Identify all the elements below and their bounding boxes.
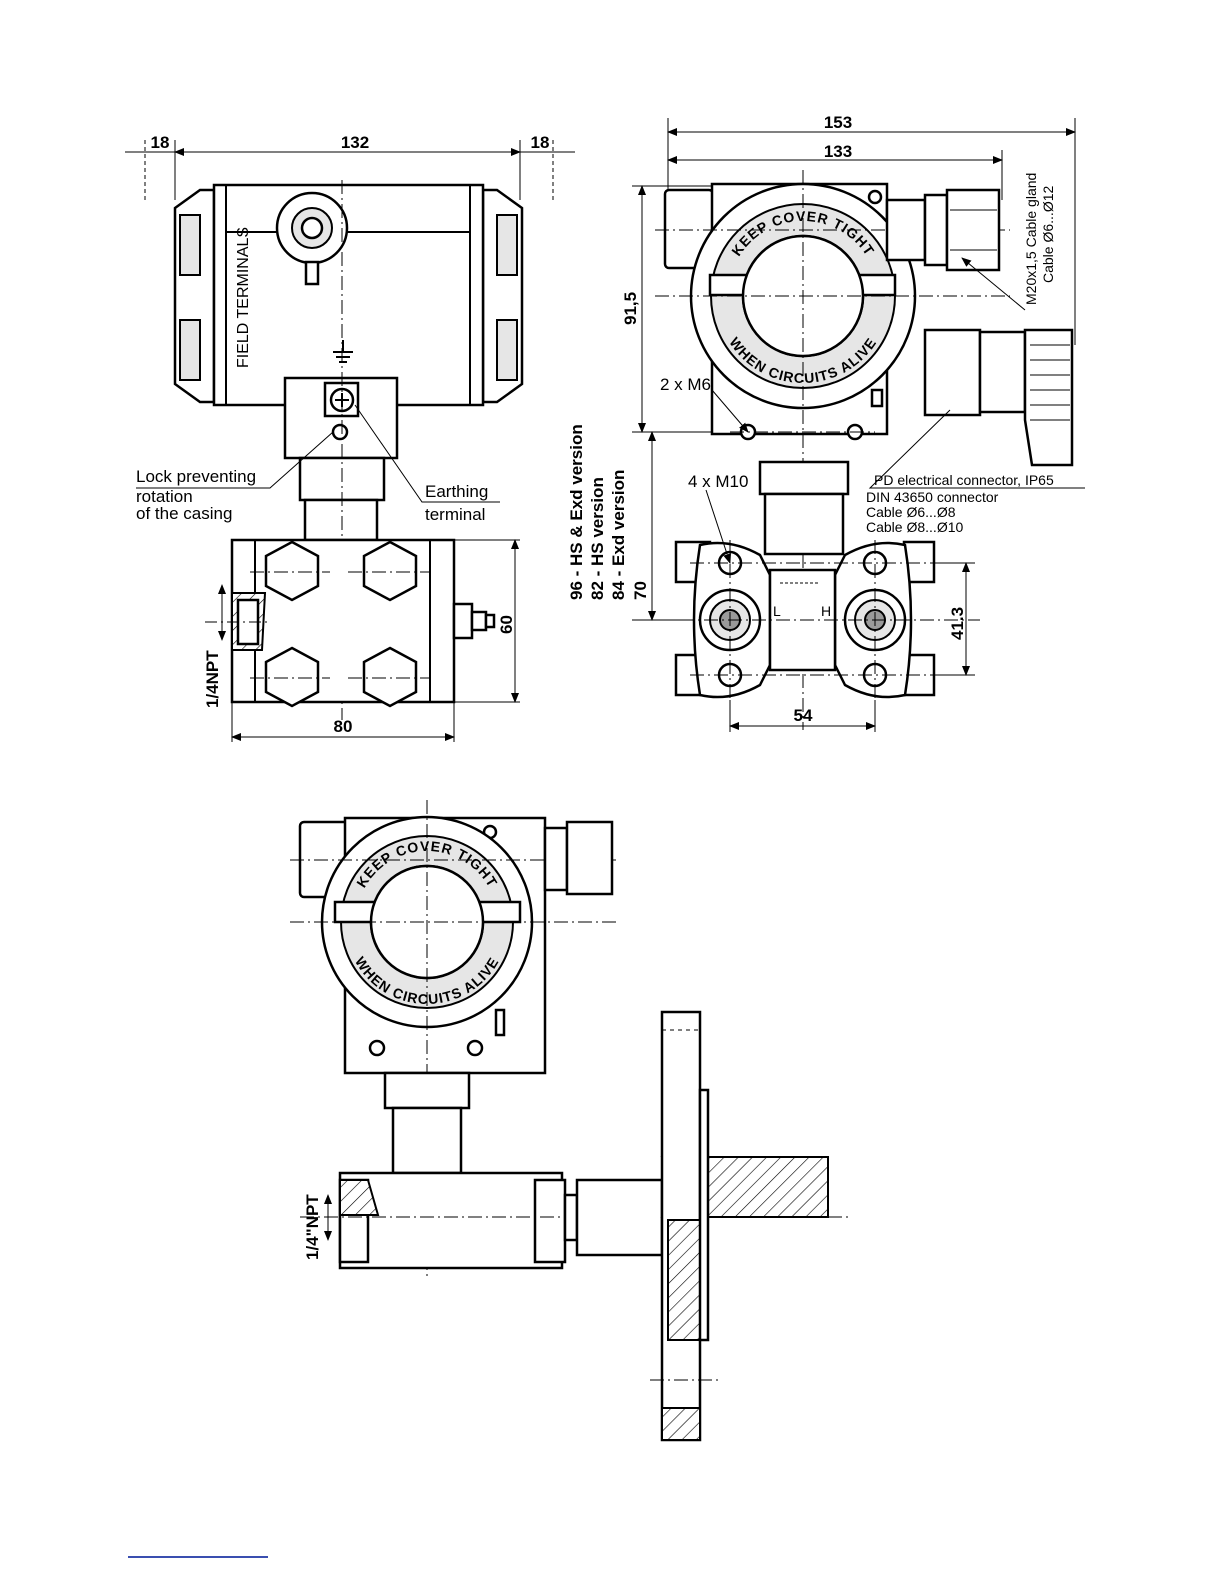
dim-housing-width: 133 xyxy=(824,142,852,161)
field-terminals-label: FIELD TERMINALS xyxy=(235,227,252,368)
dim-base-width: 80 xyxy=(334,717,353,736)
lock-screw xyxy=(331,423,349,441)
dim-housing-height: 91,5 xyxy=(621,292,640,325)
dim-base-height: 60 xyxy=(497,615,516,634)
top-dimension-chain: 18 132 18 xyxy=(125,133,575,200)
screws-m10-label: 4 x M10 xyxy=(688,472,748,491)
pd-label-line2: DIN 43650 connector xyxy=(866,489,999,505)
dim-overall-width: 153 xyxy=(824,113,852,132)
pd-connector xyxy=(923,328,1074,467)
version-hs: 82 - HS version xyxy=(588,477,607,600)
front-view: 153 133 91,5 70 96 - HS & Exd version 82… xyxy=(567,113,1085,732)
lock-label-line1: Lock preventing xyxy=(136,467,256,486)
version-exd: 84 - Exd version xyxy=(609,470,628,600)
pd-label-line1: PD electrical connector, IP65 xyxy=(874,472,1054,488)
dim-width: 132 xyxy=(341,133,369,152)
cable-gland xyxy=(885,188,1001,272)
gland-label-line1: M20x1,5 Cable gland xyxy=(1023,173,1039,305)
mounted-view: KEEP COVER TIGHT WHEN CIRCUITS ALIVE 1/4… xyxy=(290,800,850,1442)
housing: FIELD TERMINALS xyxy=(173,183,524,407)
version-hs-exd: 96 - HS & Exd version xyxy=(567,424,586,600)
dim-port-spacing: 41.3 xyxy=(948,607,967,640)
lock-label-line2: rotation xyxy=(136,487,193,506)
ground-icon xyxy=(333,340,353,363)
dim-left-margin: 18 xyxy=(151,133,170,152)
dim-flange-spacing: 54 xyxy=(794,706,813,725)
screws-m6-label: 2 x M6 xyxy=(660,375,711,394)
earthing-label-line2: terminal xyxy=(425,505,485,524)
gland-label-line2: Cable Ø6...Ø12 xyxy=(1040,186,1056,283)
earthing-label-line1: Earthing xyxy=(425,482,488,501)
port-h-label: H xyxy=(821,603,831,619)
npt-label: 1/4NPT xyxy=(203,650,222,708)
dim-neck-height: 70 xyxy=(631,581,650,600)
lock-label-line3: of the casing xyxy=(136,504,232,523)
npt-label-bottom: 1/4"NPT xyxy=(303,1194,322,1260)
pd-label-line3: Cable Ø6...Ø8 xyxy=(866,504,956,520)
dim-right-margin: 18 xyxy=(531,133,550,152)
port-l-label: L xyxy=(773,603,781,619)
side-view: 18 132 18 FIELD TERMINALS xyxy=(125,133,575,742)
footnote-separator xyxy=(128,1556,268,1558)
pd-label-line4: Cable Ø8...Ø10 xyxy=(866,519,963,535)
